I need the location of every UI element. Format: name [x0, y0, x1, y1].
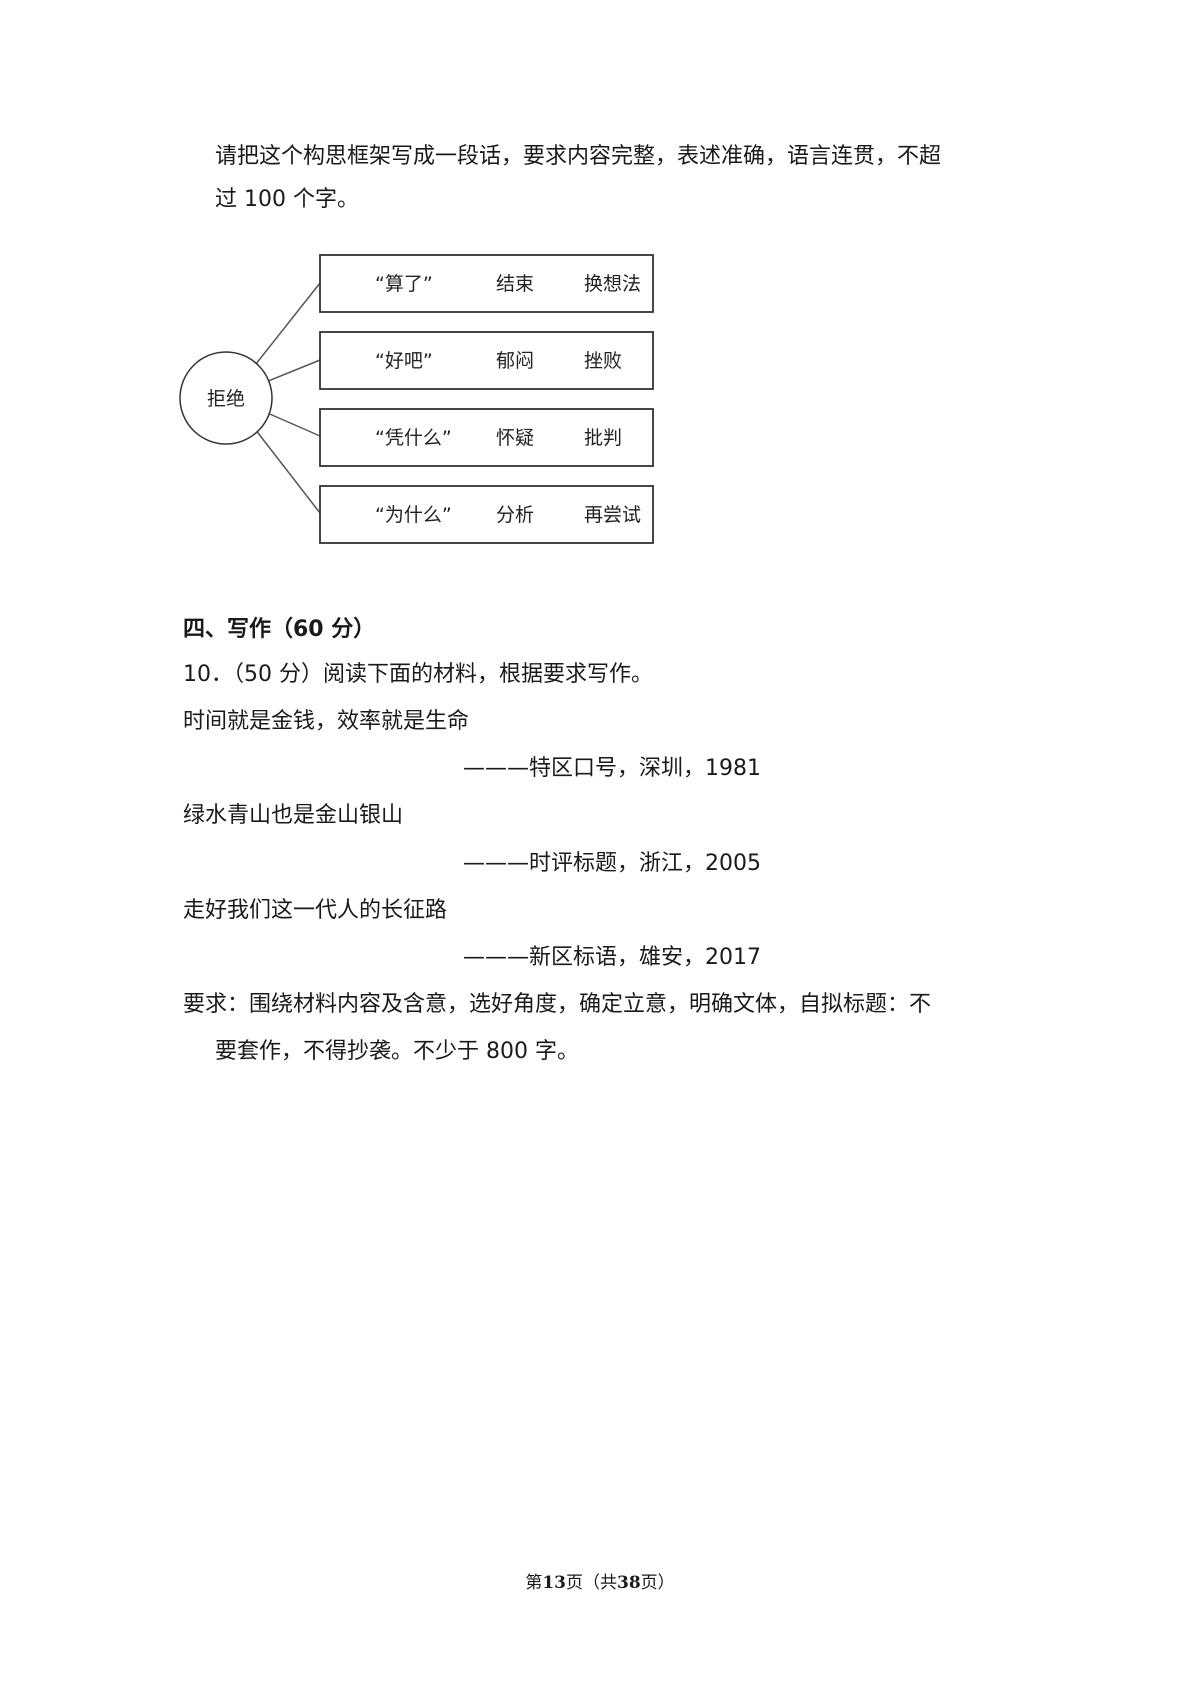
material-2-source: ———时评标题，浙江，2005: [463, 851, 761, 876]
box-4-quote: “为什么”: [375, 504, 452, 526]
footer-total-pages: 38: [617, 1573, 641, 1593]
box-1-word1: 结束: [496, 273, 534, 295]
connector-4: [247, 419, 321, 514]
material-1-text: 时间就是金钱，效率就是生命: [183, 709, 470, 734]
intro-line-2: 过 100 个字。: [215, 187, 359, 212]
box-3: “凭什么” 怀疑 批判: [319, 408, 654, 467]
concept-diagram: 拒绝 “算了” 结束 换想法 “好吧” 郁闷 挫败 “凭什么” 怀疑 批判 “为…: [179, 254, 654, 544]
intro-line-1: 请把这个构思框架写成一段话，要求内容完整，表述准确，语言连贯，不超: [215, 144, 942, 169]
box-2: “好吧” 郁闷 挫败: [319, 331, 654, 390]
box-3-word1: 怀疑: [496, 427, 534, 449]
material-3-source: ———新区标语，雄安，2017: [463, 945, 761, 970]
page-footer: 第13页（共38页）: [0, 1568, 1200, 1593]
box-4-word2: 再尝试: [584, 504, 641, 526]
question-line: 10．（50 分）阅读下面的材料，根据要求写作。: [183, 662, 653, 687]
footer-suffix: 页）: [640, 1573, 675, 1593]
center-circle: [179, 351, 273, 445]
requirement-line-1: 要求：围绕材料内容及含意，选好角度，确定立意，明确文体，自拟标题：不: [183, 992, 932, 1017]
box-4: “为什么” 分析 再尝试: [319, 485, 654, 544]
box-3-word2: 批判: [584, 427, 622, 449]
center-label: 拒绝: [207, 388, 245, 410]
box-2-quote: “好吧”: [375, 350, 433, 372]
box-3-quote: “凭什么”: [375, 427, 452, 449]
box-1: “算了” 结束 换想法: [319, 254, 654, 313]
section-heading: 四、写作（60 分）: [183, 617, 376, 642]
box-1-quote: “算了”: [375, 273, 433, 295]
connector-1: [247, 282, 321, 375]
requirement-line-2: 要套作，不得抄袭。不少于 800 字。: [215, 1039, 579, 1064]
footer-prefix: 第: [525, 1573, 543, 1593]
material-2-text: 绿水青山也是金山银山: [183, 803, 404, 828]
box-4-word1: 分析: [496, 504, 534, 526]
material-3-text: 走好我们这一代人的长征路: [183, 898, 448, 923]
footer-mid: 页（共: [566, 1573, 617, 1593]
box-2-word1: 郁闷: [496, 350, 534, 372]
box-2-word2: 挫败: [584, 350, 622, 372]
box-1-word2: 换想法: [584, 273, 641, 295]
footer-page-number: 13: [542, 1573, 566, 1593]
material-1-source: ———特区口号，深圳，1981: [463, 756, 761, 781]
